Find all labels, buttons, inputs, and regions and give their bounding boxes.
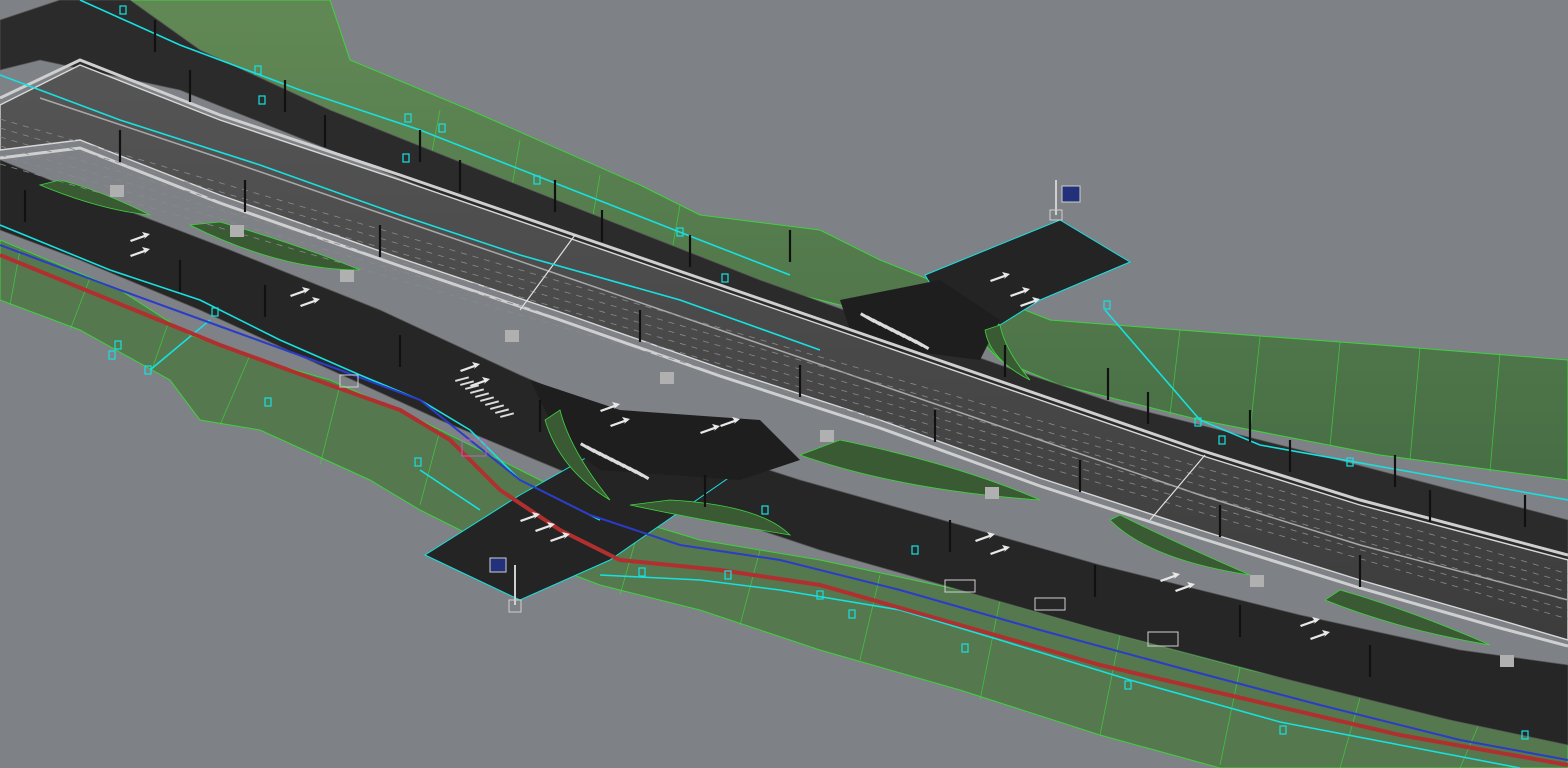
viaduct-lane-dash xyxy=(0,127,1568,584)
sign-gantry-left xyxy=(489,557,522,613)
utility-marker xyxy=(533,175,541,185)
zebra-stripe xyxy=(460,380,475,386)
utility-marker xyxy=(1346,457,1354,467)
viaduct-lane-dash xyxy=(0,145,1568,602)
near-curb-and-drain xyxy=(0,244,1568,767)
utility-marker xyxy=(1103,300,1111,310)
zebra-stripe xyxy=(500,412,515,418)
utility-marker xyxy=(721,273,729,283)
utility-marker xyxy=(438,123,446,133)
utility-marker xyxy=(676,227,684,237)
viaduct-piers xyxy=(110,185,1514,667)
utility-marker xyxy=(402,153,410,163)
lane-arrow xyxy=(600,402,620,412)
utility-marker xyxy=(1521,730,1529,740)
viaduct-lane-markings xyxy=(0,118,1568,620)
viaduct-expansion-joints xyxy=(519,234,1206,521)
utility-marker xyxy=(848,609,856,619)
lane-arrow xyxy=(290,287,310,297)
zebra-stripe xyxy=(914,339,930,351)
viaduct-pier xyxy=(820,430,834,442)
lane-arrow xyxy=(130,247,150,257)
viaduct-pier xyxy=(1500,655,1514,667)
zebra-stripe xyxy=(480,396,495,402)
lane-arrow xyxy=(1175,582,1195,592)
viaduct-pier xyxy=(985,487,999,499)
zebra-stripe xyxy=(455,376,470,382)
intersection-center-left xyxy=(530,380,800,480)
utility-marker xyxy=(1124,680,1132,690)
zebra-stripe xyxy=(475,392,490,398)
viaduct-lane-dash xyxy=(0,163,1568,620)
zebra-crossings xyxy=(455,312,930,480)
zebra-stripe xyxy=(490,404,505,410)
viaduct-lane-dash xyxy=(0,118,1568,575)
utility-marker xyxy=(761,505,769,515)
viaduct-lane-dash xyxy=(0,136,1568,593)
lane-arrow xyxy=(535,522,555,532)
viaduct-pier xyxy=(110,185,124,197)
utility-marker xyxy=(724,570,732,580)
lane-arrow xyxy=(1310,630,1330,640)
zebra-stripe xyxy=(634,469,650,480)
zebra-stripe xyxy=(485,400,500,406)
utility-marker xyxy=(264,397,272,407)
sign-gantry-right xyxy=(1049,180,1081,221)
utility-marker xyxy=(144,365,152,375)
utility-marker xyxy=(816,590,824,600)
utility-marker xyxy=(414,457,422,467)
lane-arrow xyxy=(990,272,1010,282)
lane-arrow xyxy=(610,417,630,427)
lane-arrow xyxy=(1020,297,1040,307)
lane-arrow xyxy=(300,297,320,307)
lane-arrow xyxy=(1010,287,1030,297)
roadside-structures xyxy=(339,374,1179,647)
viaduct-lane-dash xyxy=(0,154,1568,611)
utility-marker xyxy=(211,307,219,317)
utility-marker xyxy=(638,567,646,577)
utility-marker xyxy=(1194,417,1202,427)
utility-marker xyxy=(1218,435,1226,445)
utility-node-markers xyxy=(108,5,1529,740)
lane-arrow xyxy=(700,424,720,434)
utility-marker xyxy=(404,113,412,123)
utility-marker xyxy=(119,5,127,15)
lane-arrow-markings xyxy=(130,232,1330,640)
utility-marker xyxy=(258,95,266,105)
lane-arrow xyxy=(130,232,150,242)
lane-arrow xyxy=(1300,617,1320,627)
utility-marker xyxy=(961,643,969,653)
viaduct-pier xyxy=(230,225,244,237)
median-islands xyxy=(38,179,1491,646)
utility-marker xyxy=(911,545,919,555)
lane-arrow xyxy=(1160,572,1180,582)
viaduct-pier xyxy=(505,330,519,342)
utility-marker xyxy=(1279,725,1287,735)
viaduct-pier xyxy=(660,372,674,384)
zebra-stripe xyxy=(495,408,510,414)
zebra-stripe xyxy=(470,388,485,394)
lane-arrow xyxy=(520,512,540,522)
lane-arrow xyxy=(460,362,480,372)
lane-arrow xyxy=(550,532,570,542)
utility-marker xyxy=(254,65,262,75)
lane-arrow xyxy=(470,377,490,387)
utility-marker xyxy=(114,340,122,350)
lane-arrow xyxy=(720,417,740,427)
viaduct-pier xyxy=(1250,575,1264,587)
lane-arrow xyxy=(990,545,1010,555)
street-light-poles xyxy=(23,20,1527,677)
utility-marker xyxy=(108,350,116,360)
zebra-stripe xyxy=(465,384,480,390)
lane-arrow xyxy=(975,532,995,542)
viaduct-pier xyxy=(340,270,354,282)
